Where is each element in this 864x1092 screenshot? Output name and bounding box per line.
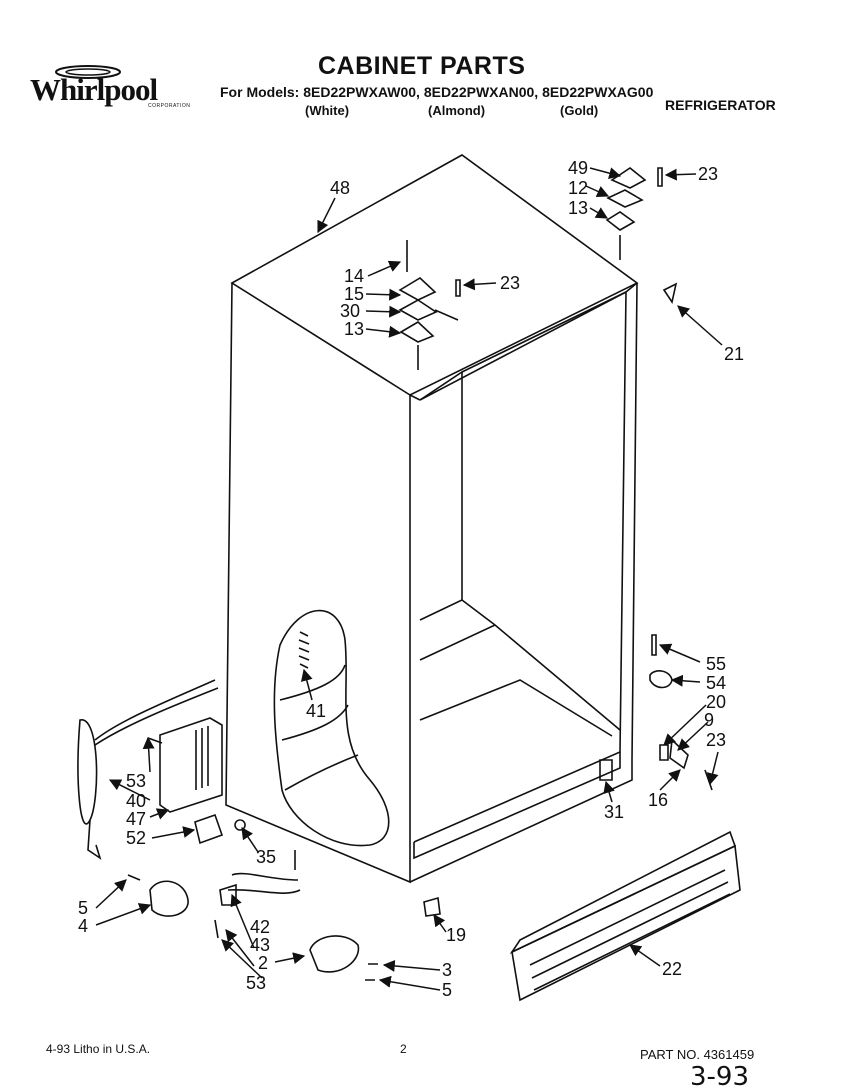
leader-53b <box>221 939 263 979</box>
whirlpool-logo <box>40 58 210 128</box>
callout-4: 4 <box>78 916 88 936</box>
leader-4 <box>95 903 152 926</box>
callout-2: 2 <box>258 953 268 973</box>
leader-2 <box>274 952 306 965</box>
callout-40: 40 <box>126 791 146 811</box>
callout-53b: 53 <box>246 973 266 993</box>
callout-13b: 13 <box>344 319 364 339</box>
callout-35: 35 <box>256 847 276 867</box>
callout-30: 30 <box>340 301 360 321</box>
callout-54: 54 <box>706 673 726 693</box>
callout-16: 16 <box>648 790 668 810</box>
part-number: PART NO. 4361459 <box>640 1047 755 1062</box>
callout-49: 49 <box>568 158 588 178</box>
brand-subtitle: CORPORATION <box>148 103 191 109</box>
callout-21: 21 <box>724 344 744 364</box>
leader-5a <box>95 879 127 909</box>
leader-9 <box>677 721 709 751</box>
leader-23c <box>706 751 719 786</box>
callout-23c: 23 <box>706 730 726 750</box>
callout-23a: 23 <box>698 164 718 184</box>
callout-9: 9 <box>704 710 714 730</box>
brand-name: Whirlpool <box>30 72 158 107</box>
leader-42 <box>230 893 255 949</box>
callout-53a: 53 <box>126 771 146 791</box>
callout-43: 43 <box>250 935 270 955</box>
callout-47: 47 <box>126 809 146 829</box>
leader-12 <box>585 185 610 197</box>
callout-20: 20 <box>706 692 726 712</box>
handwritten-date: 3-93 <box>690 1062 750 1092</box>
leader-13a <box>589 207 609 219</box>
leader-47 <box>149 808 170 820</box>
product-label: REFRIGERATOR <box>665 97 776 113</box>
leader-13b <box>365 325 402 338</box>
leader-55 <box>658 643 701 663</box>
leader-16 <box>659 769 681 791</box>
leader-49 <box>589 167 622 180</box>
leader-35 <box>241 827 259 853</box>
callout-15: 15 <box>344 284 364 304</box>
cabinet-drawing <box>77 154 741 1002</box>
leader-20 <box>663 704 707 746</box>
callout-3: 3 <box>442 960 452 980</box>
callout-13a: 13 <box>568 198 588 218</box>
callout-14: 14 <box>344 266 364 286</box>
color-gold: (Gold) <box>560 103 599 118</box>
callout-5b: 5 <box>442 980 452 1000</box>
page-number: 2 <box>400 1042 407 1056</box>
leader-31 <box>603 780 615 803</box>
callout-22: 22 <box>662 959 682 979</box>
leader-21 <box>677 305 723 346</box>
callout-42: 42 <box>250 917 270 937</box>
leader-23b <box>462 278 497 291</box>
leader-53a <box>142 736 155 773</box>
page-title: CABINET PARTS <box>318 52 526 80</box>
callout-52: 52 <box>126 828 146 848</box>
callout-31: 31 <box>604 802 624 822</box>
leader-3 <box>382 959 441 972</box>
leader-48 <box>317 197 336 234</box>
leader-52 <box>151 826 196 839</box>
litho-note: 4-93 Litho in U.S.A. <box>46 1042 151 1056</box>
callout-23b: 23 <box>500 273 520 293</box>
leader-41 <box>300 668 313 701</box>
leader-30 <box>365 305 402 318</box>
callout-12: 12 <box>568 178 588 198</box>
leader-22 <box>629 944 661 967</box>
leader-15 <box>365 288 402 301</box>
callout-5a: 5 <box>78 898 88 918</box>
models-line: For Models: 8ED22PWXAW00, 8ED22PWXAN00, … <box>220 84 654 100</box>
leader-40 <box>108 779 151 801</box>
leader-5b <box>378 975 441 991</box>
leader-14 <box>367 260 402 277</box>
callout-41: 41 <box>306 701 326 721</box>
color-almond: (Almond) <box>428 103 486 118</box>
callout-55: 55 <box>706 654 726 674</box>
leader-19 <box>433 914 447 933</box>
leader-43 <box>225 929 255 967</box>
color-white: (White) <box>305 103 350 118</box>
leader-23a <box>664 168 697 181</box>
callout-48: 48 <box>330 178 350 198</box>
callout-19: 19 <box>446 925 466 945</box>
leader-54 <box>670 674 701 687</box>
